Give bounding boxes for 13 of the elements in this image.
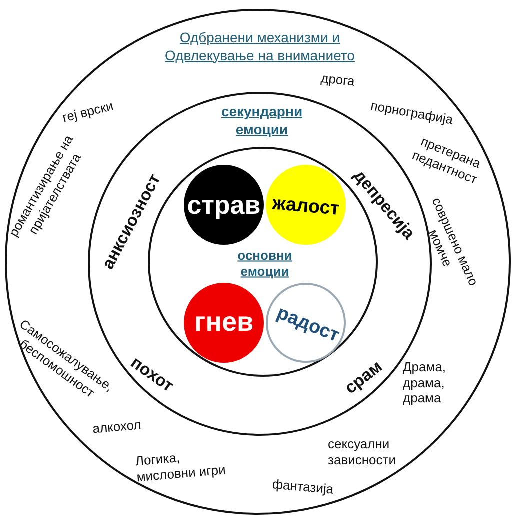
ring-label: фантазија bbox=[272, 476, 334, 498]
emotion-label: страв bbox=[186, 188, 262, 222]
ring-label: сексуални зависности bbox=[328, 436, 397, 468]
center-label: основни емоции bbox=[236, 248, 294, 280]
ring-label: дрога bbox=[320, 70, 356, 90]
emotion-label: жалост bbox=[270, 192, 342, 222]
ring-label: геј врски bbox=[61, 98, 115, 126]
ring-heading: Одбранени механизми и Одвлекување на вниманието bbox=[164, 30, 356, 64]
emotion-label: гнев bbox=[193, 306, 255, 340]
ring-label: Логика, мисловни игри bbox=[134, 448, 228, 485]
ring-label: Драма, драма, драма bbox=[403, 360, 448, 406]
ring-heading: секундарни емоции bbox=[220, 104, 304, 138]
ring-label: алкохол bbox=[92, 417, 142, 437]
